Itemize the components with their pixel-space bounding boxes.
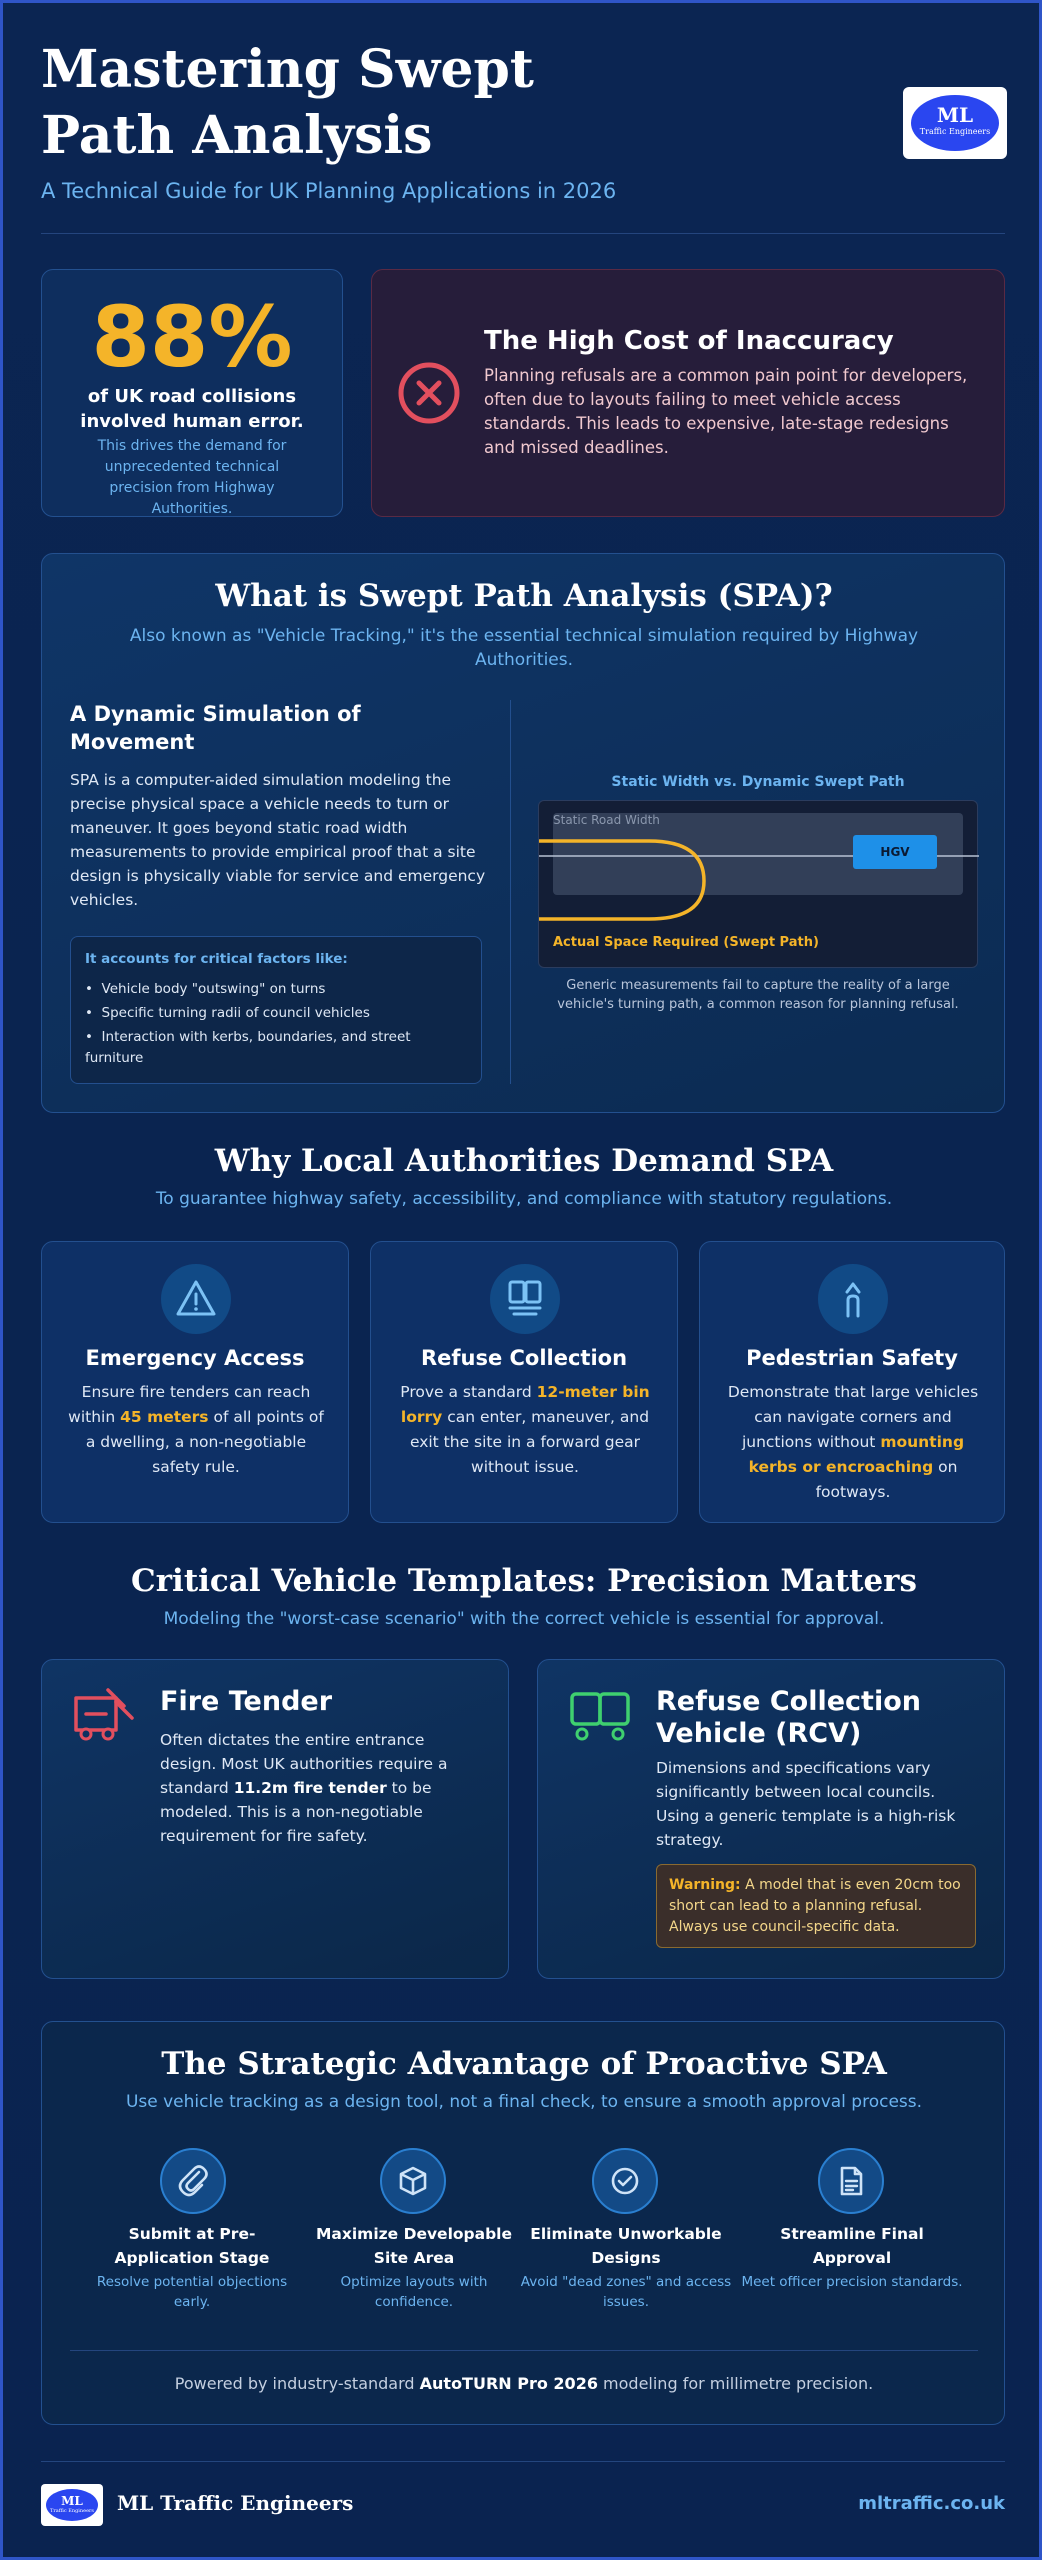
- footer-company: ML Traffic Engineers: [117, 2491, 354, 2515]
- footer-logo-oval: ML Traffic Engineers: [46, 2489, 98, 2521]
- rcv-warning-box: Warning: A model that is even 20cm too s…: [656, 1864, 976, 1948]
- logo-subtext: Traffic Engineers: [919, 127, 991, 136]
- stat-value: 88%: [91, 288, 293, 386]
- templates-title: Critical Vehicle Templates: Precision Ma…: [131, 1563, 917, 1599]
- footer-logo-subtext: Traffic Engineers: [49, 2508, 94, 2514]
- fire-truck-icon: [74, 1688, 134, 1741]
- cost-title: The High Cost of Inaccuracy: [484, 326, 894, 356]
- factors-list: • Vehicle body "outswing" on turns • Spe…: [85, 979, 469, 1069]
- advantage-item-sub: Meet officer precision standards.: [741, 2274, 963, 2290]
- company-logo: ML Traffic Engineers: [903, 87, 1007, 159]
- footer-logo: ML Traffic Engineers: [41, 2484, 103, 2526]
- refuse-collection-card: Refuse Collection Prove a standard 12-me…: [370, 1241, 678, 1523]
- footer-divider: [41, 2461, 1005, 2462]
- diagram-title: Static Width vs. Dynamic Swept Path: [611, 774, 905, 790]
- logo-text: ML: [936, 103, 974, 127]
- icon-circle: [490, 1264, 560, 1334]
- factors-box: It accounts for critical factors like: •…: [70, 936, 482, 1084]
- advantage-item-title: Submit at Pre-Application Stage: [114, 2225, 270, 2267]
- factors-title: It accounts for critical factors like:: [85, 951, 348, 967]
- factor-item: • Vehicle body "outswing" on turns: [85, 981, 326, 997]
- hgv-vehicle: HGV: [853, 835, 937, 869]
- bin-lorry-icon: [508, 1280, 542, 1316]
- advantage-item-sub: Avoid "dead zones" and access issues.: [520, 2274, 732, 2310]
- header-divider: [41, 233, 1005, 234]
- cost-card: The High Cost of Inaccuracy Planning ref…: [371, 269, 1005, 517]
- advantage-divider: [70, 2350, 978, 2351]
- advantage-item-title: Streamline Final Approval: [780, 2225, 924, 2267]
- spa-section: What is Swept Path Analysis (SPA)? Also …: [41, 553, 1005, 1113]
- cost-body: Planning refusals are a common pain poin…: [484, 366, 968, 457]
- icon-circle: [380, 2148, 446, 2214]
- static-road-label: Static Road Width: [553, 813, 660, 827]
- card-title: Emergency Access: [85, 1346, 305, 1370]
- footer-website-link[interactable]: mltraffic.co.uk: [858, 2493, 1005, 2514]
- icon-circle: [592, 2148, 658, 2214]
- card-body: Prove a standard 12-meter bin lorry can …: [400, 1383, 650, 1476]
- advantage-item-title: Maximize Developable Site Area: [315, 2225, 513, 2267]
- diagram-caption: Generic measurements fail to capture the…: [557, 978, 959, 1012]
- rcv-title: Refuse Collection Vehicle (RCV): [656, 1686, 921, 1749]
- pedestrian-safety-card: Pedestrian Safety Demonstrate that large…: [699, 1241, 1005, 1523]
- advantage-section: The Strategic Advantage of Proactive SPA…: [41, 2021, 1005, 2425]
- footer-logo-text: ML: [61, 2494, 83, 2508]
- swept-path-diagram: Static Road Width HGV Actual Space Requi…: [538, 800, 979, 968]
- paperclip-icon: [178, 2165, 208, 2197]
- document-icon: [840, 2166, 863, 2196]
- emergency-access-card: Emergency Access Ensure fire tenders can…: [41, 1241, 349, 1523]
- advantage-item-title: Eliminate Unworkable Designs: [530, 2225, 722, 2267]
- page-subtitle: A Technical Guide for UK Planning Applic…: [41, 179, 617, 203]
- pedestrian-icon: [845, 1282, 861, 1318]
- templates-subtitle: Modeling the "worst-case scenario" with …: [163, 1609, 885, 1629]
- fire-tender-card: Fire Tender Often dictates the entire en…: [41, 1659, 509, 1979]
- stat-headline: of UK road collisions involved human err…: [80, 386, 304, 432]
- factor-item: • Specific turning radii of council vehi…: [85, 1005, 370, 1021]
- card-title: Pedestrian Safety: [746, 1346, 958, 1370]
- check-circle-icon: [611, 2167, 639, 2195]
- icon-circle: [818, 1264, 888, 1334]
- spa-subtitle: Also known as "Vehicle Tracking," it's t…: [129, 626, 919, 670]
- advantage-item-sub: Optimize layouts with confidence.: [340, 2274, 488, 2310]
- spa-left-body: SPA is a computer-aided simulation model…: [70, 771, 486, 909]
- icon-circle: [160, 2148, 226, 2214]
- powered-by-text: Powered by industry-standard AutoTURN Pr…: [174, 2374, 874, 2393]
- stat-card: 88% of UK road collisions involved human…: [41, 269, 343, 517]
- card-body: Demonstrate that large vehicles can navi…: [727, 1383, 979, 1501]
- error-x-icon: [398, 362, 460, 424]
- cube-icon: [399, 2166, 427, 2196]
- icon-circle: [818, 2148, 884, 2214]
- rcv-truck-icon: [570, 1692, 630, 1741]
- rcv-card: Refuse Collection Vehicle (RCV) Dimensio…: [537, 1659, 1005, 1979]
- factor-item: • Interaction with kerbs, boundaries, an…: [85, 1029, 411, 1066]
- card-body: Ensure fire tenders can reach within 45 …: [68, 1383, 324, 1476]
- fire-tender-title: Fire Tender: [160, 1686, 333, 1717]
- advantage-subtitle: Use vehicle tracking as a design tool, n…: [125, 2092, 923, 2112]
- why-title: Why Local Authorities Demand SPA: [214, 1143, 834, 1179]
- card-title: Refuse Collection: [420, 1346, 628, 1370]
- icon-circle: [161, 1264, 231, 1334]
- advantage-item-sub: Resolve potential objections early.: [96, 2274, 288, 2310]
- logo-oval: ML Traffic Engineers: [911, 95, 999, 151]
- warning-icon: [176, 1280, 216, 1316]
- rcv-body: Dimensions and specifications vary signi…: [656, 1759, 956, 1849]
- fire-tender-body: Often dictates the entire entrance desig…: [160, 1731, 448, 1845]
- why-subtitle: To guarantee highway safety, accessibili…: [155, 1189, 893, 1209]
- spa-title: What is Swept Path Analysis (SPA)?: [215, 578, 833, 614]
- swept-path-label: Actual Space Required (Swept Path): [553, 935, 819, 950]
- page-title: Mastering Swept Path Analysis: [41, 39, 534, 166]
- stat-note: This drives the demand for unprecedented…: [97, 438, 287, 517]
- spa-divider: [510, 700, 511, 1084]
- spa-left-title: A Dynamic Simulation of Movement: [70, 702, 361, 754]
- advantage-title: The Strategic Advantage of Proactive SPA: [161, 2046, 887, 2082]
